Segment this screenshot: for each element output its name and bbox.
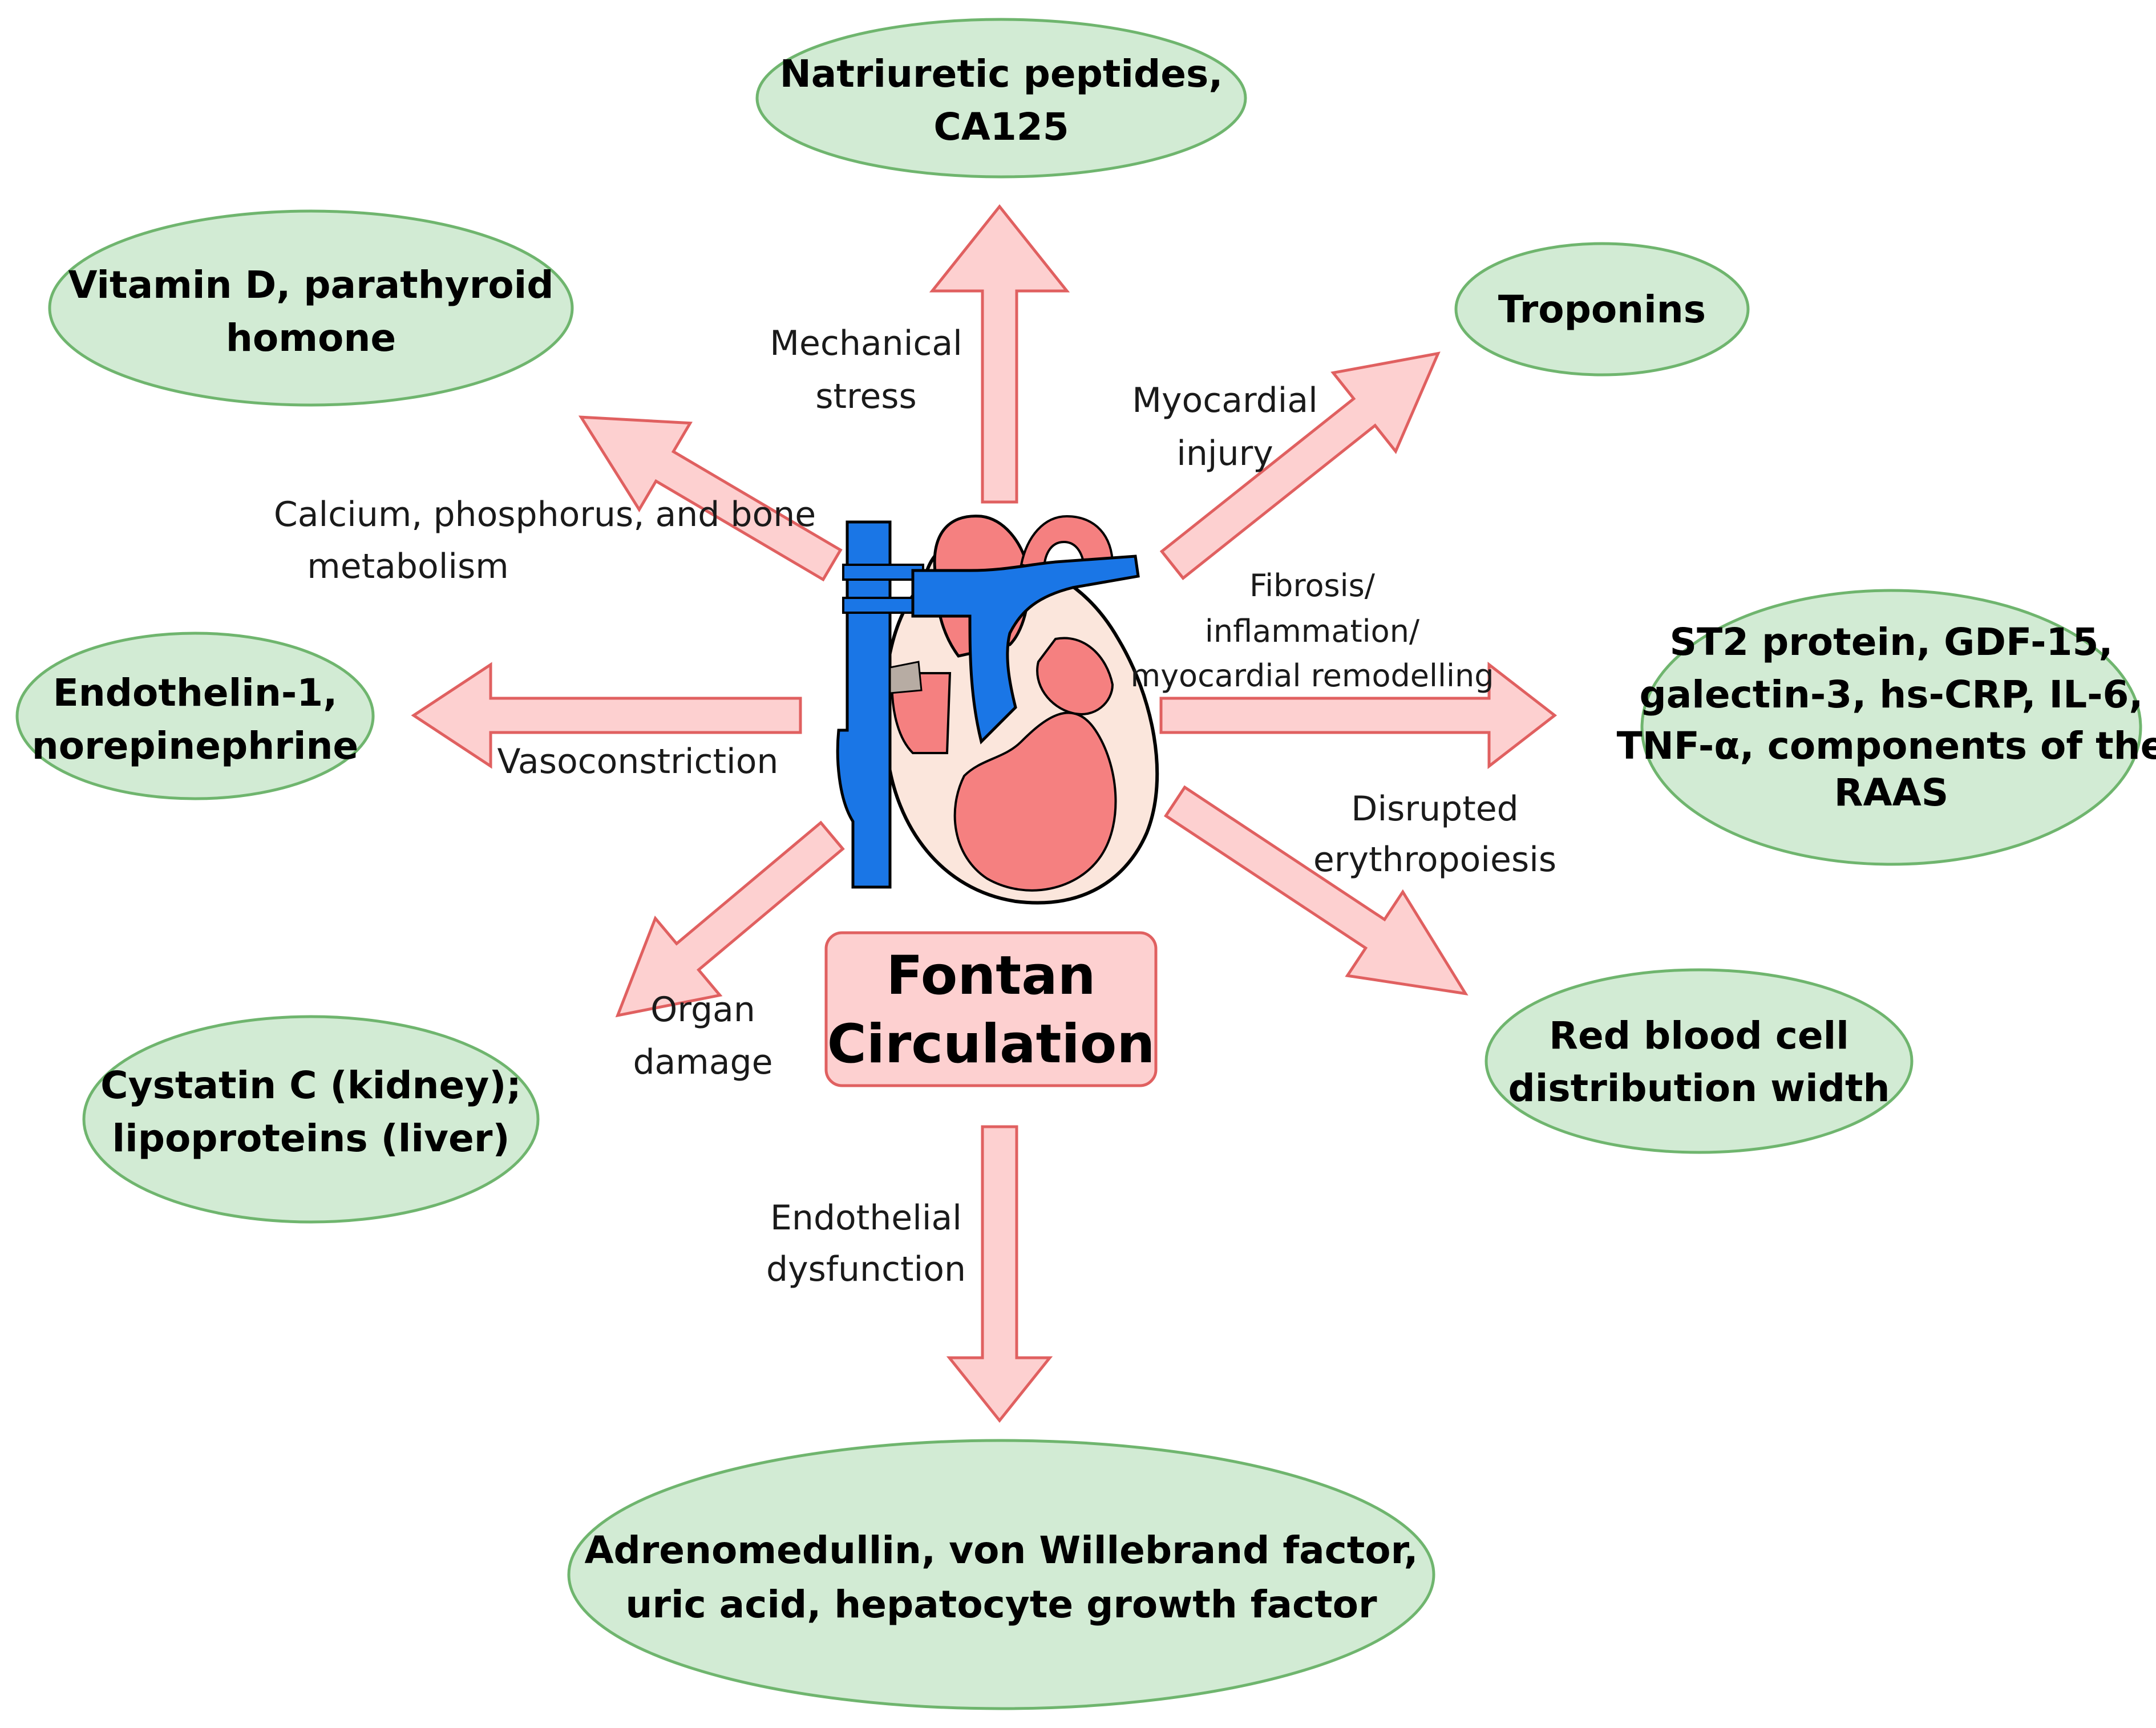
mechanism-right-line1: Fibrosis/ bbox=[1249, 568, 1376, 604]
mechanism-bottom-left-line1: Organ bbox=[650, 990, 755, 1030]
mechanism-bottom-right-line2: erythropoiesis bbox=[1313, 840, 1556, 880]
mechanism-right-line3: myocardial remodelling bbox=[1130, 658, 1494, 694]
mechanism-bottom-left: Organ damage bbox=[633, 990, 772, 1082]
biomarker-bottom: Adrenomedullin, von Willebrand factor, u… bbox=[567, 1439, 1435, 1710]
biomarker-top-line1: Natriuretic peptides, bbox=[780, 52, 1223, 96]
biomarker-right: ST2 protein, GDF-15, galectin-3, hs-CRP,… bbox=[1617, 589, 2156, 866]
center-node: Fontan Circulation bbox=[824, 931, 1158, 1087]
biomarker-bottom-left-line1: Cystatin C (kidney); bbox=[100, 1063, 521, 1107]
mechanism-right-line2: inflammation/ bbox=[1205, 613, 1420, 649]
mechanism-top-left-line1: Calcium, phosphorus, and bone bbox=[274, 495, 816, 535]
arrow-top-left bbox=[578, 415, 843, 582]
arrow-bottom-right bbox=[1163, 785, 1469, 995]
heart-anatomy-icon bbox=[836, 515, 1159, 905]
mechanism-top-right-line1: Myocardial bbox=[1132, 381, 1318, 420]
mechanism-bottom: Endothelial dysfunction bbox=[766, 1198, 966, 1289]
biomarker-top-left-line1: Vitamin D, parathyroid bbox=[68, 263, 553, 307]
arrow-top bbox=[929, 204, 1070, 504]
biomarker-right-line1: ST2 protein, GDF-15, bbox=[1670, 620, 2113, 664]
arrows bbox=[411, 204, 1558, 1423]
biomarker-left-line1: Endothelin-1, bbox=[53, 671, 338, 715]
mechanism-top-line2: stress bbox=[815, 377, 917, 416]
biomarker-left: Endothelin-1, norepinephrine bbox=[15, 632, 375, 800]
biomarker-top: Natriuretic peptides, CA125 bbox=[755, 18, 1247, 179]
center-title-line2: Circulation bbox=[827, 1013, 1155, 1075]
mechanism-bottom-left-line2: damage bbox=[633, 1042, 772, 1082]
center-box bbox=[824, 931, 1158, 1087]
biomarker-top-right-line1: Troponins bbox=[1498, 288, 1706, 331]
biomarker-top-left: Vitamin D, parathyroid homone bbox=[48, 209, 574, 407]
mechanism-bottom-right-line1: Disrupted bbox=[1351, 789, 1518, 829]
arrow-bottom bbox=[946, 1125, 1053, 1423]
mechanism-bottom-line2: dysfunction bbox=[766, 1249, 966, 1289]
mechanism-top: Mechanical stress bbox=[770, 323, 962, 416]
mechanism-top-right: Myocardial injury bbox=[1132, 381, 1318, 474]
arrow-left bbox=[411, 662, 802, 769]
mechanism-top-right-line2: injury bbox=[1176, 434, 1273, 474]
mechanism-left: Vasoconstriction bbox=[497, 742, 779, 782]
biomarker-top-line2: CA125 bbox=[933, 105, 1069, 149]
mechanism-bottom-right: Disrupted erythropoiesis bbox=[1313, 789, 1556, 880]
mechanism-left-line1: Vasoconstriction bbox=[497, 742, 779, 782]
mechanism-top-left: Calcium, phosphorus, and bone metabolism bbox=[274, 495, 816, 586]
mechanism-top-left-line2: metabolism bbox=[307, 547, 509, 586]
biomarker-right-line4: RAAS bbox=[1834, 771, 1949, 815]
arrow-right bbox=[1159, 661, 1558, 770]
biomarker-right-line3: TNF-α, components of the bbox=[1617, 724, 2156, 768]
biomarker-bottom-right-line2: distribution width bbox=[1508, 1066, 1890, 1110]
biomarker-left-line2: norepinephrine bbox=[32, 724, 358, 768]
biomarker-bottom-line2: uric acid, hepatocyte growth factor bbox=[625, 1583, 1377, 1626]
biomarker-bottom-left-line2: lipoproteins (liver) bbox=[112, 1116, 509, 1160]
biomarker-bottom-line1: Adrenomedullin, von Willebrand factor, bbox=[584, 1528, 1418, 1572]
biomarker-bottom-right-line1: Red blood cell bbox=[1549, 1014, 1849, 1058]
biomarker-top-left-line2: homone bbox=[226, 316, 396, 360]
biomarker-top-right: Troponins bbox=[1454, 242, 1750, 377]
biomarker-right-line2: galectin-3, hs-CRP, IL-6, bbox=[1639, 673, 2143, 717]
mechanism-right: Fibrosis/ inflammation/ myocardial remod… bbox=[1130, 568, 1494, 694]
mechanism-top-line1: Mechanical bbox=[770, 323, 962, 363]
mechanism-bottom-line1: Endothelial bbox=[770, 1198, 962, 1238]
arrow-bottom-left bbox=[615, 820, 845, 1018]
biomarker-bottom-right: Red blood cell distribution width bbox=[1484, 968, 1914, 1154]
arrow-top-right bbox=[1159, 351, 1441, 580]
center-title-line1: Fontan bbox=[886, 945, 1095, 1007]
biomarker-bottom-left: Cystatin C (kidney); lipoproteins (liver… bbox=[82, 1015, 540, 1224]
